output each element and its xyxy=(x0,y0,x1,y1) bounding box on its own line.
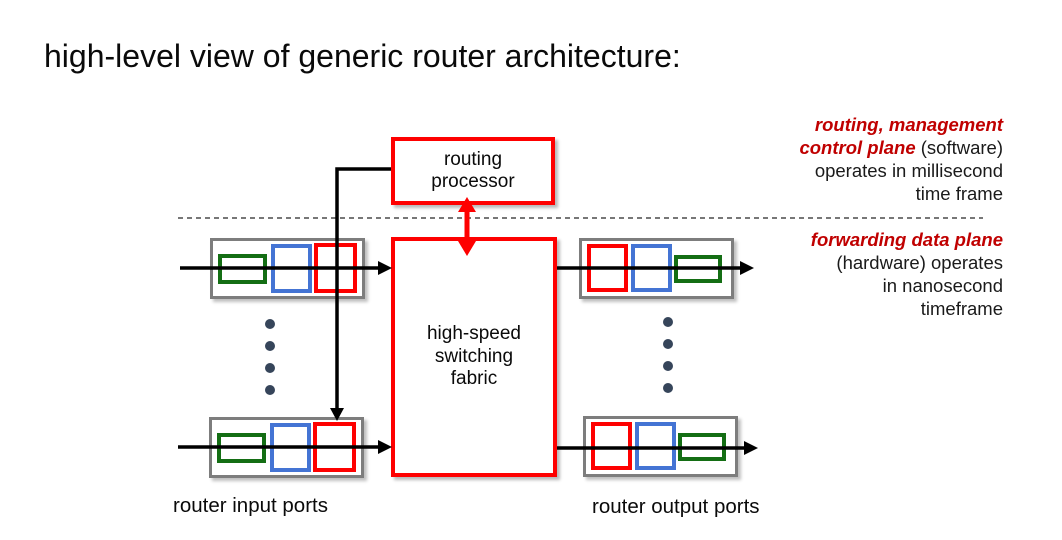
input-ports-caption: router input ports xyxy=(173,494,328,517)
ellipsis-dot xyxy=(663,317,673,327)
ellipsis-dot xyxy=(265,319,275,329)
data-plane-annotation: forwarding data plane (hardware) operate… xyxy=(811,228,1003,320)
control-plane-line4: time frame xyxy=(915,183,1003,204)
ellipsis-dot xyxy=(265,341,275,351)
ellipsis-dot xyxy=(265,385,275,395)
switching-fabric-label: high-speed switching fabric xyxy=(426,323,522,390)
ellipsis-dot xyxy=(663,361,673,371)
input-port-top xyxy=(210,238,365,299)
data-plane-line4: timeframe xyxy=(920,298,1003,319)
control-plane-line2-red: control plane xyxy=(799,137,916,158)
switching-fabric-box: high-speed switching fabric xyxy=(391,237,557,477)
input-port-bottom xyxy=(209,417,364,478)
packet-green xyxy=(218,254,267,284)
routing-processor-box: routing processor xyxy=(391,137,555,205)
packet-blue xyxy=(271,244,312,293)
control-plane-line2: control plane (software) xyxy=(799,136,1003,159)
routing-processor-label: routing processor xyxy=(431,148,515,192)
ellipsis-dot xyxy=(663,383,673,393)
packet-green xyxy=(674,255,722,283)
data-plane-line2: (hardware) operates xyxy=(836,252,1003,273)
packet-red xyxy=(591,422,632,470)
ellipsis-dot xyxy=(265,363,275,373)
control-plane-line2-black: (software) xyxy=(915,137,1003,158)
packet-green xyxy=(217,433,266,463)
packet-red xyxy=(587,244,628,292)
output-ports-ellipsis xyxy=(663,317,673,393)
input-ports-ellipsis xyxy=(265,319,275,395)
packet-blue xyxy=(635,422,676,470)
slide-title: high-level view of generic router archit… xyxy=(44,38,681,74)
packet-red xyxy=(313,422,356,472)
packet-blue xyxy=(270,423,311,472)
packet-red xyxy=(314,243,357,293)
output-port-top xyxy=(579,238,734,299)
control-plane-line1: routing, management xyxy=(814,114,1003,135)
control-plane-annotation: routing, management control plane (softw… xyxy=(799,113,1003,205)
ellipsis-dot xyxy=(663,339,673,349)
control-plane-line3: operates in millisecond xyxy=(814,160,1003,181)
packet-green xyxy=(678,433,726,461)
data-plane-line1: forwarding data plane xyxy=(810,229,1003,250)
packet-blue xyxy=(631,244,672,292)
data-plane-line3: in nanosecond xyxy=(882,275,1003,296)
output-ports-caption: router output ports xyxy=(592,495,760,518)
output-port-bottom xyxy=(583,416,738,477)
